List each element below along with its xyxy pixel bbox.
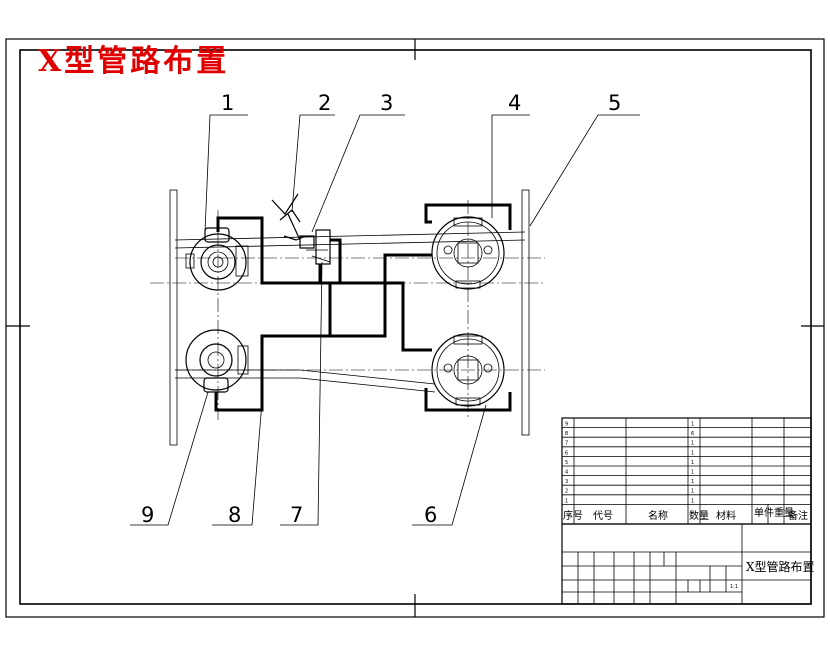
rear-right-brake xyxy=(431,333,505,407)
callout-5: 5 xyxy=(608,91,621,115)
callout-4: 4 xyxy=(508,91,521,115)
leader-lines xyxy=(130,114,640,526)
brake-pedal xyxy=(271,193,307,241)
header-no: 序号 xyxy=(563,509,583,522)
parts-row-no: 2 xyxy=(565,489,568,495)
header-name: 名称 xyxy=(648,509,668,522)
parts-row-qty: 1 xyxy=(691,460,694,466)
callout-7: 7 xyxy=(290,503,303,527)
parts-row-no: 3 xyxy=(565,479,568,485)
parts-list: 序号 代号 名称 数量 材料 单件重量 备注 xyxy=(561,417,812,525)
callout-8: 8 xyxy=(228,503,241,527)
chassis-diagram: 1 2 3 4 5 6 7 8 9 xyxy=(130,91,640,527)
parts-row-no: 8 xyxy=(565,431,568,437)
brake-pipes xyxy=(214,203,512,412)
parts-row-qty: 1 xyxy=(691,450,694,456)
outer-border xyxy=(5,38,825,618)
parts-row-no: 7 xyxy=(565,441,568,447)
callout-3: 3 xyxy=(380,91,393,115)
centering-marks xyxy=(6,39,824,617)
parts-row-no: 6 xyxy=(565,450,568,456)
parts-row-qty: 1 xyxy=(691,470,694,476)
callout-9: 9 xyxy=(141,503,154,527)
parts-row-no: 4 xyxy=(565,470,568,476)
parts-row-no: 5 xyxy=(565,460,568,466)
parts-row-qty: 6 xyxy=(691,431,694,437)
title-block-drawing-title: X型管路布置 xyxy=(746,559,815,574)
rear-left-brake xyxy=(185,329,249,393)
front-left-brake xyxy=(185,227,249,291)
callout-6: 6 xyxy=(424,503,437,527)
header-remark: 备注 xyxy=(788,509,808,522)
callout-1: 1 xyxy=(221,91,234,115)
parts-row-no: 9 xyxy=(565,422,568,428)
parts-row-qty: 1 xyxy=(691,489,694,495)
parts-row-qty: 1 xyxy=(691,441,694,447)
title-block: X型管路布置 1:1 xyxy=(561,523,815,605)
drawing-title: X型管路布置 xyxy=(38,44,229,79)
master-cylinder xyxy=(299,229,331,265)
parts-row-qty: 1 xyxy=(691,479,694,485)
callout-2: 2 xyxy=(318,91,331,115)
parts-row-qty: 1 xyxy=(691,422,694,428)
title-block-scale: 1:1 xyxy=(730,584,738,590)
header-code: 代号 xyxy=(593,510,613,522)
parts-row-no: 1 xyxy=(565,498,568,504)
header-weight: 单件重量 xyxy=(754,506,794,519)
header-qty: 数量 xyxy=(689,509,709,522)
header-material: 材料 xyxy=(716,509,736,522)
parts-row-qty: 1 xyxy=(691,498,694,504)
front-right-brake xyxy=(431,216,505,290)
